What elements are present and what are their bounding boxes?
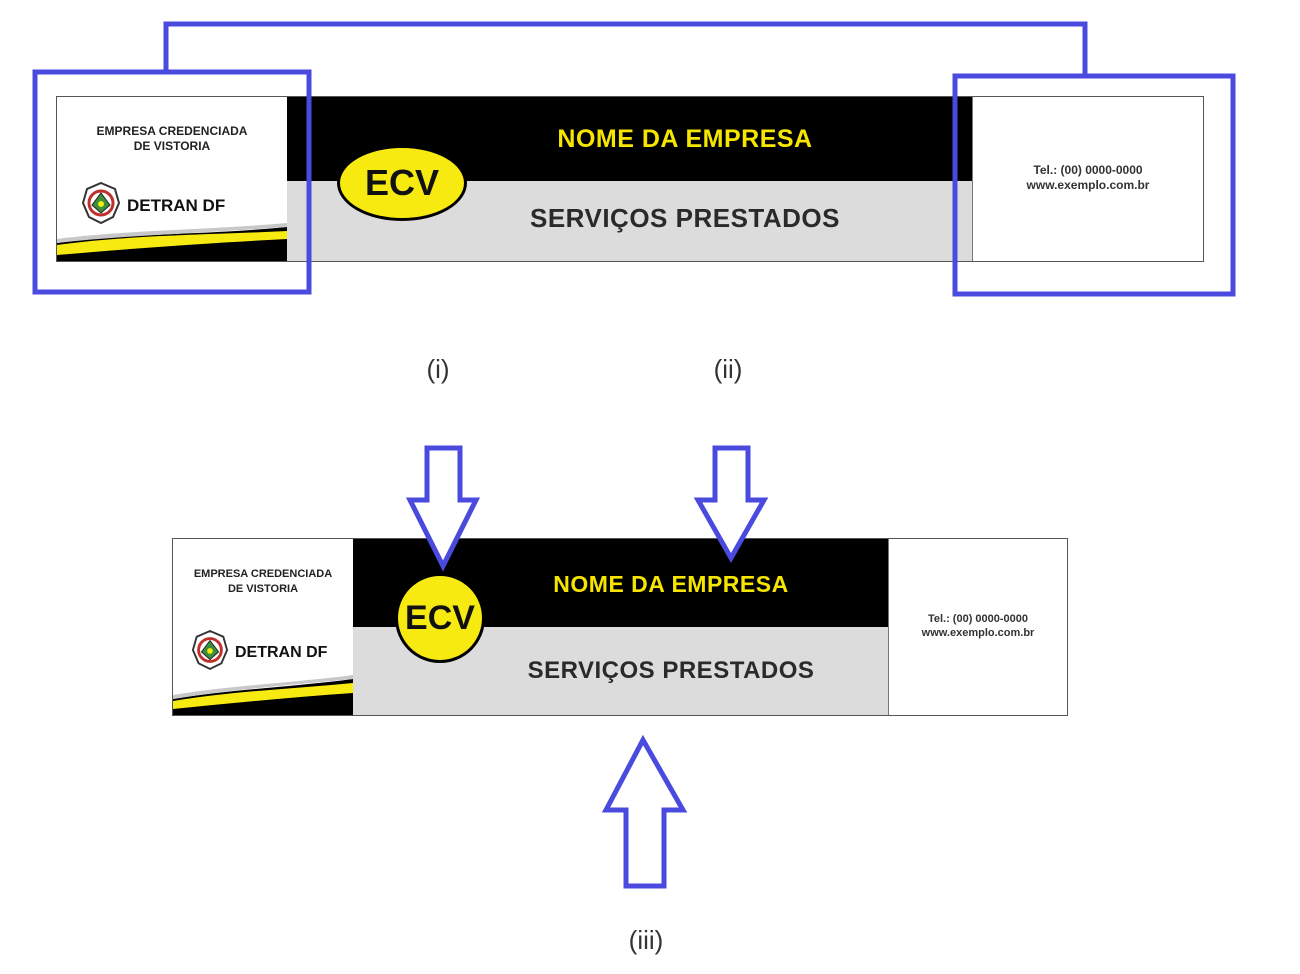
top-ecv-text: ECV [364,162,440,203]
connector-bracket [163,21,1088,76]
bottom-right-panel: Tel.: (00) 0000-0000 www.exemplo.com.br [888,539,1067,715]
top-company-name: NOME DA EMPRESA [557,125,813,153]
top-company-type-line2: DE VISTORIA [133,139,211,153]
bottom-company-type-line1: EMPRESA CREDENCIADA [193,568,333,580]
top-swoosh-decoration [57,223,287,261]
top-left-panel: EMPRESA CREDENCIADA DE VISTORIA DETRAN D… [57,97,288,261]
top-website: www.exemplo.com.br [1026,178,1150,192]
bottom-contact: Tel.: (00) 0000-0000 www.exemplo.com.br [889,613,1067,641]
detran-emblem-icon [191,629,229,676]
label-iii: (iii) [628,925,664,955]
bottom-services-text: SERVIÇOS PRESTADOS [527,657,815,684]
bottom-ecv-badge: ECV [395,573,485,663]
bottom-ecv-text: ECV [405,598,475,637]
top-contact: Tel.: (00) 0000-0000 www.exemplo.com.br [973,163,1203,193]
down-arrow-icon [693,445,769,564]
bottom-detran-row: DETRAN DF [191,629,327,676]
bottom-company-name: NOME DA EMPRESA [553,571,789,597]
bottom-phone: Tel.: (00) 0000-0000 [927,613,1029,625]
label-ii: (ii) [713,354,743,384]
down-arrow-icon [405,445,481,572]
top-banner: EMPRESA CREDENCIADA DE VISTORIA DETRAN D… [56,96,1204,262]
bottom-swoosh-decoration [173,675,353,715]
bottom-detran-label: DETRAN DF [235,643,328,661]
bottom-company-type-line2: DE VISTORIA [227,583,299,595]
top-detran-row: DETRAN DF [81,181,225,230]
top-ecv-badge: ECV [337,145,467,221]
top-middle-panel: NOME DA EMPRESA SERVIÇOS PRESTADOS ECV [287,97,973,261]
top-detran-label: DETRAN DF [127,195,226,215]
label-i: (i) [426,354,450,384]
bottom-website: www.exemplo.com.br [921,626,1035,639]
top-services-text: SERVIÇOS PRESTADOS [530,203,840,233]
detran-emblem-icon [81,181,121,230]
bottom-left-panel: EMPRESA CREDENCIADA DE VISTORIA DETRAN D… [173,539,354,715]
top-phone: Tel.: (00) 0000-0000 [1033,163,1143,177]
up-arrow-icon [601,734,688,889]
left-highlight-box [32,69,312,295]
top-company-type-line1: EMPRESA CREDENCIADA [96,124,248,138]
right-highlight-box [952,73,1236,297]
top-right-panel: Tel.: (00) 0000-0000 www.exemplo.com.br [972,97,1203,261]
